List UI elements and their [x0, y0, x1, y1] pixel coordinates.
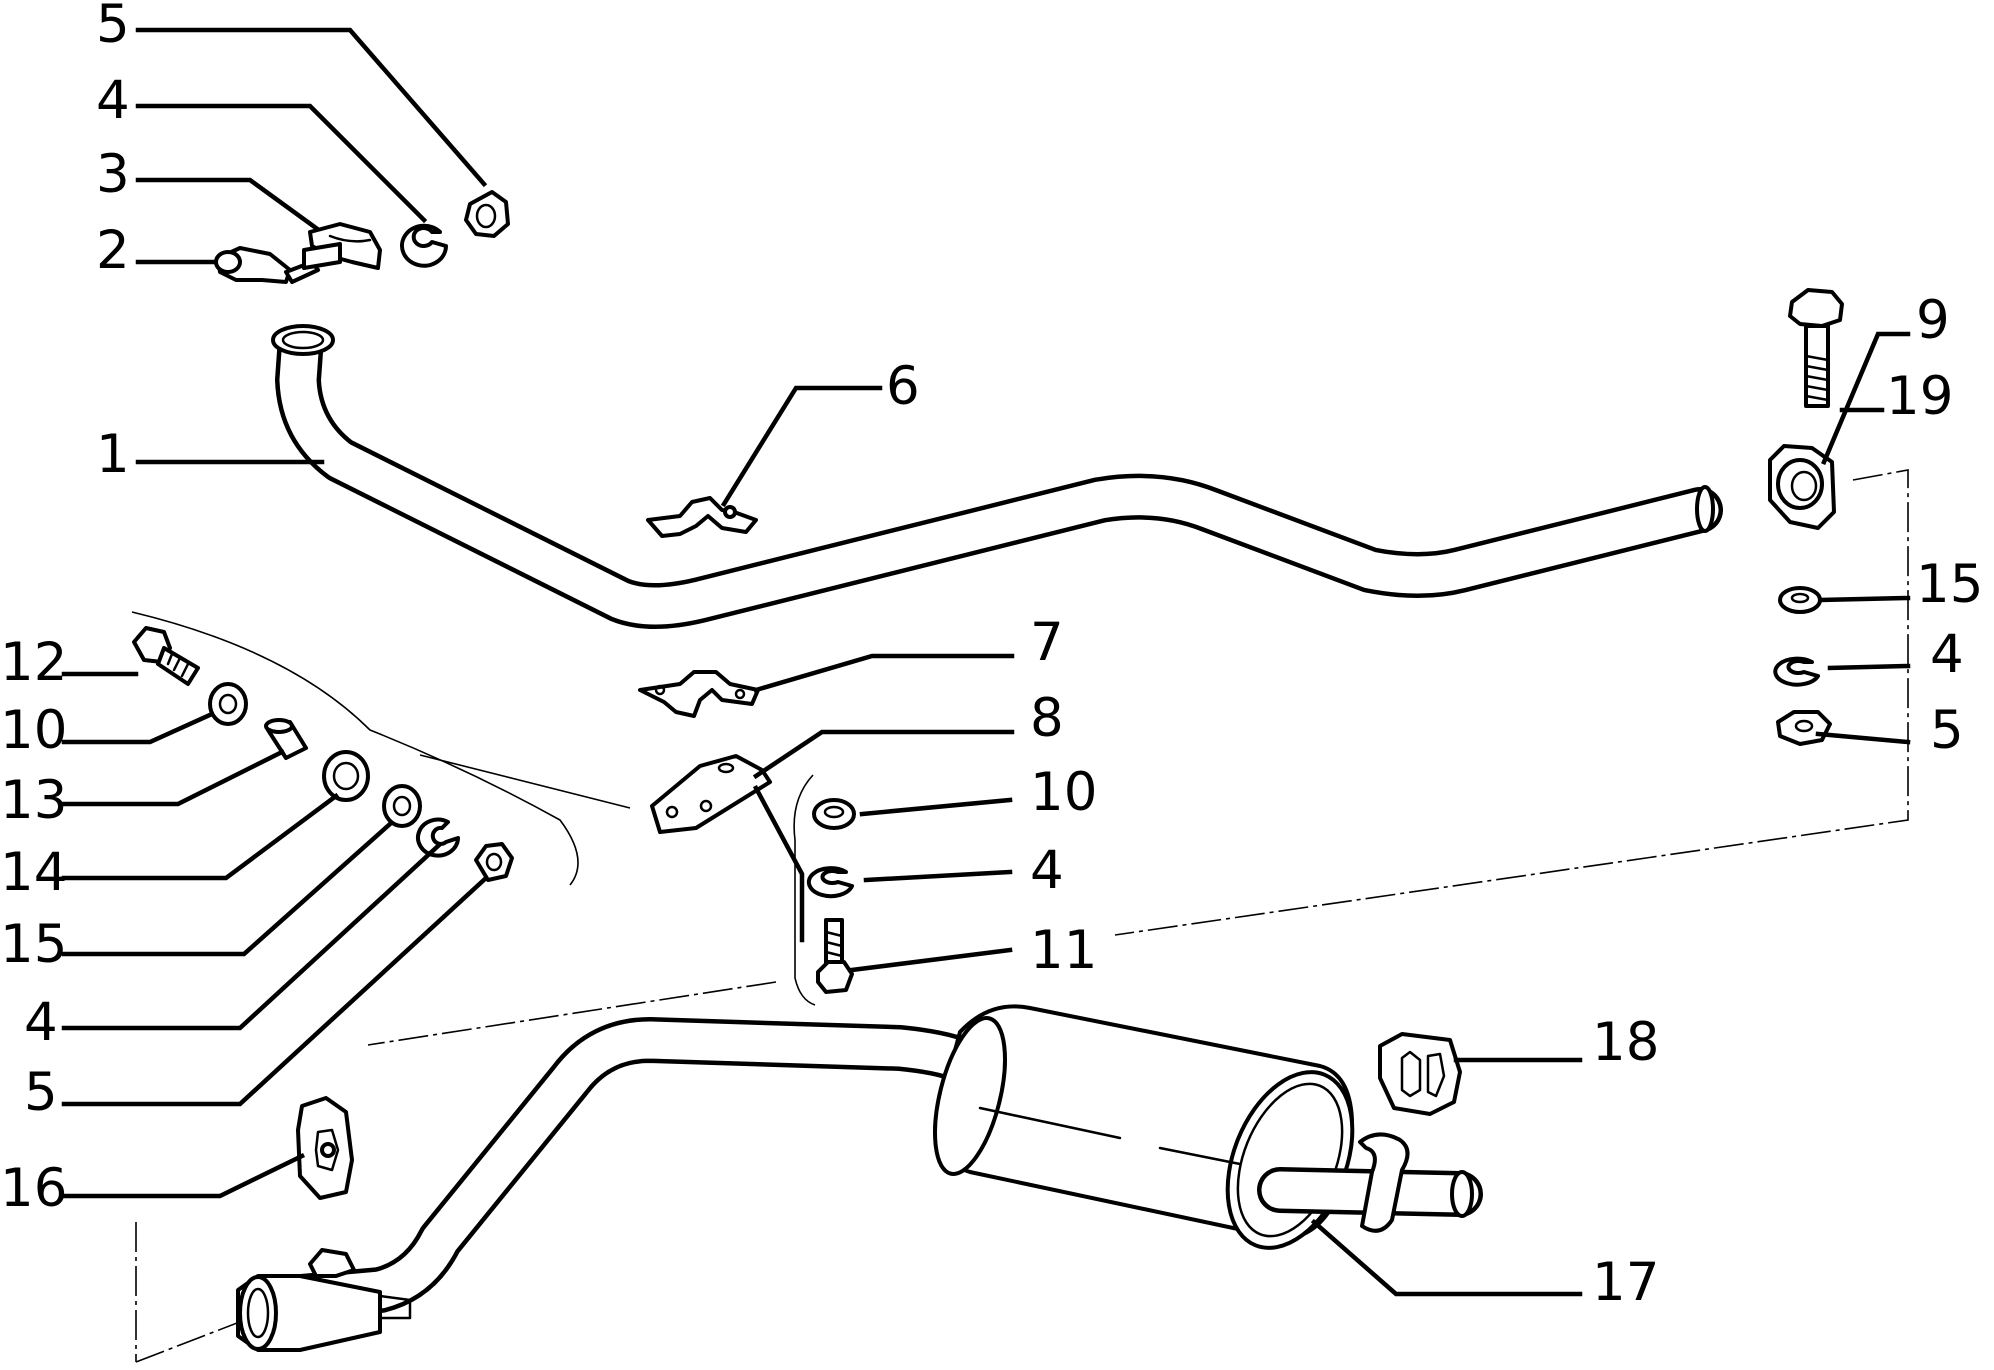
callout-2: 2: [96, 220, 130, 281]
callout-5: 5: [96, 0, 130, 55]
callout-4-left: 4: [24, 992, 58, 1053]
callout-15-left: 15: [0, 914, 67, 975]
bolt-11: [816, 918, 854, 994]
callout-8: 8: [1030, 688, 1064, 749]
hex-nut-left: [474, 842, 514, 882]
callout-10-middle: 10: [1030, 762, 1097, 823]
callout-7: 7: [1030, 612, 1064, 673]
bolt-12: [132, 626, 200, 686]
rubber-hanger-16: [296, 1096, 354, 1200]
flat-washer-middle: [812, 798, 856, 830]
callout-9: 9: [1916, 290, 1950, 351]
callout-15-right: 15: [1916, 554, 1983, 615]
flat-washer-left-15: [382, 784, 422, 828]
lock-washer-left: [416, 817, 460, 858]
callout-4-middle: 4: [1030, 840, 1064, 901]
callout-18: 18: [1592, 1012, 1659, 1073]
mounting-bracket-6: [646, 496, 758, 538]
callout-13: 13: [0, 770, 67, 831]
rear-muffler: [933, 1004, 1483, 1250]
callout-19: 19: [1886, 366, 1953, 427]
callout-16: 16: [0, 1158, 67, 1219]
flat-washer-right: [1778, 586, 1822, 614]
lock-washer-right: [1773, 656, 1820, 687]
callout-10-left: 10: [0, 700, 67, 761]
lock-washer-middle: [806, 866, 854, 899]
pipe-clamp-upper: [302, 222, 382, 270]
lock-washer-top: [400, 223, 448, 268]
callout-1: 1: [96, 424, 130, 485]
callout-11: 11: [1030, 920, 1097, 981]
callout-5-left: 5: [24, 1062, 58, 1123]
callout-6: 6: [886, 356, 920, 417]
mounting-bracket-7: [638, 670, 760, 718]
callout-3: 3: [96, 144, 130, 205]
bolt-9: [1788, 288, 1844, 408]
rear-exhaust-pipe: [236, 1017, 983, 1352]
callout-4: 4: [96, 70, 130, 131]
rubber-hanger-18: [1378, 1032, 1462, 1116]
flat-washer-left: [208, 682, 248, 726]
callout-4-right: 4: [1930, 624, 1964, 685]
callout-labels: 5 4 3 2 1 6 7 8 9 19 15 4 5 10 4 11 12 1…: [0, 0, 1983, 1313]
callout-5-right: 5: [1930, 700, 1964, 761]
rubber-mount-19: [1768, 444, 1836, 530]
support-plate-8: [650, 754, 772, 834]
hex-nut-top: [464, 190, 510, 238]
assembly-reference-lines: [131, 469, 1909, 1363]
callout-12: 12: [0, 632, 67, 693]
callout-17: 17: [1592, 1252, 1659, 1313]
front-exhaust-pipe: [271, 324, 1723, 629]
spacer-sleeve-13: [264, 718, 308, 760]
rubber-grommet-14: [322, 750, 370, 802]
callout-14: 14: [0, 842, 67, 903]
callout-leader-lines: [61, 27, 1911, 1297]
hex-nut-right: [1776, 710, 1832, 746]
